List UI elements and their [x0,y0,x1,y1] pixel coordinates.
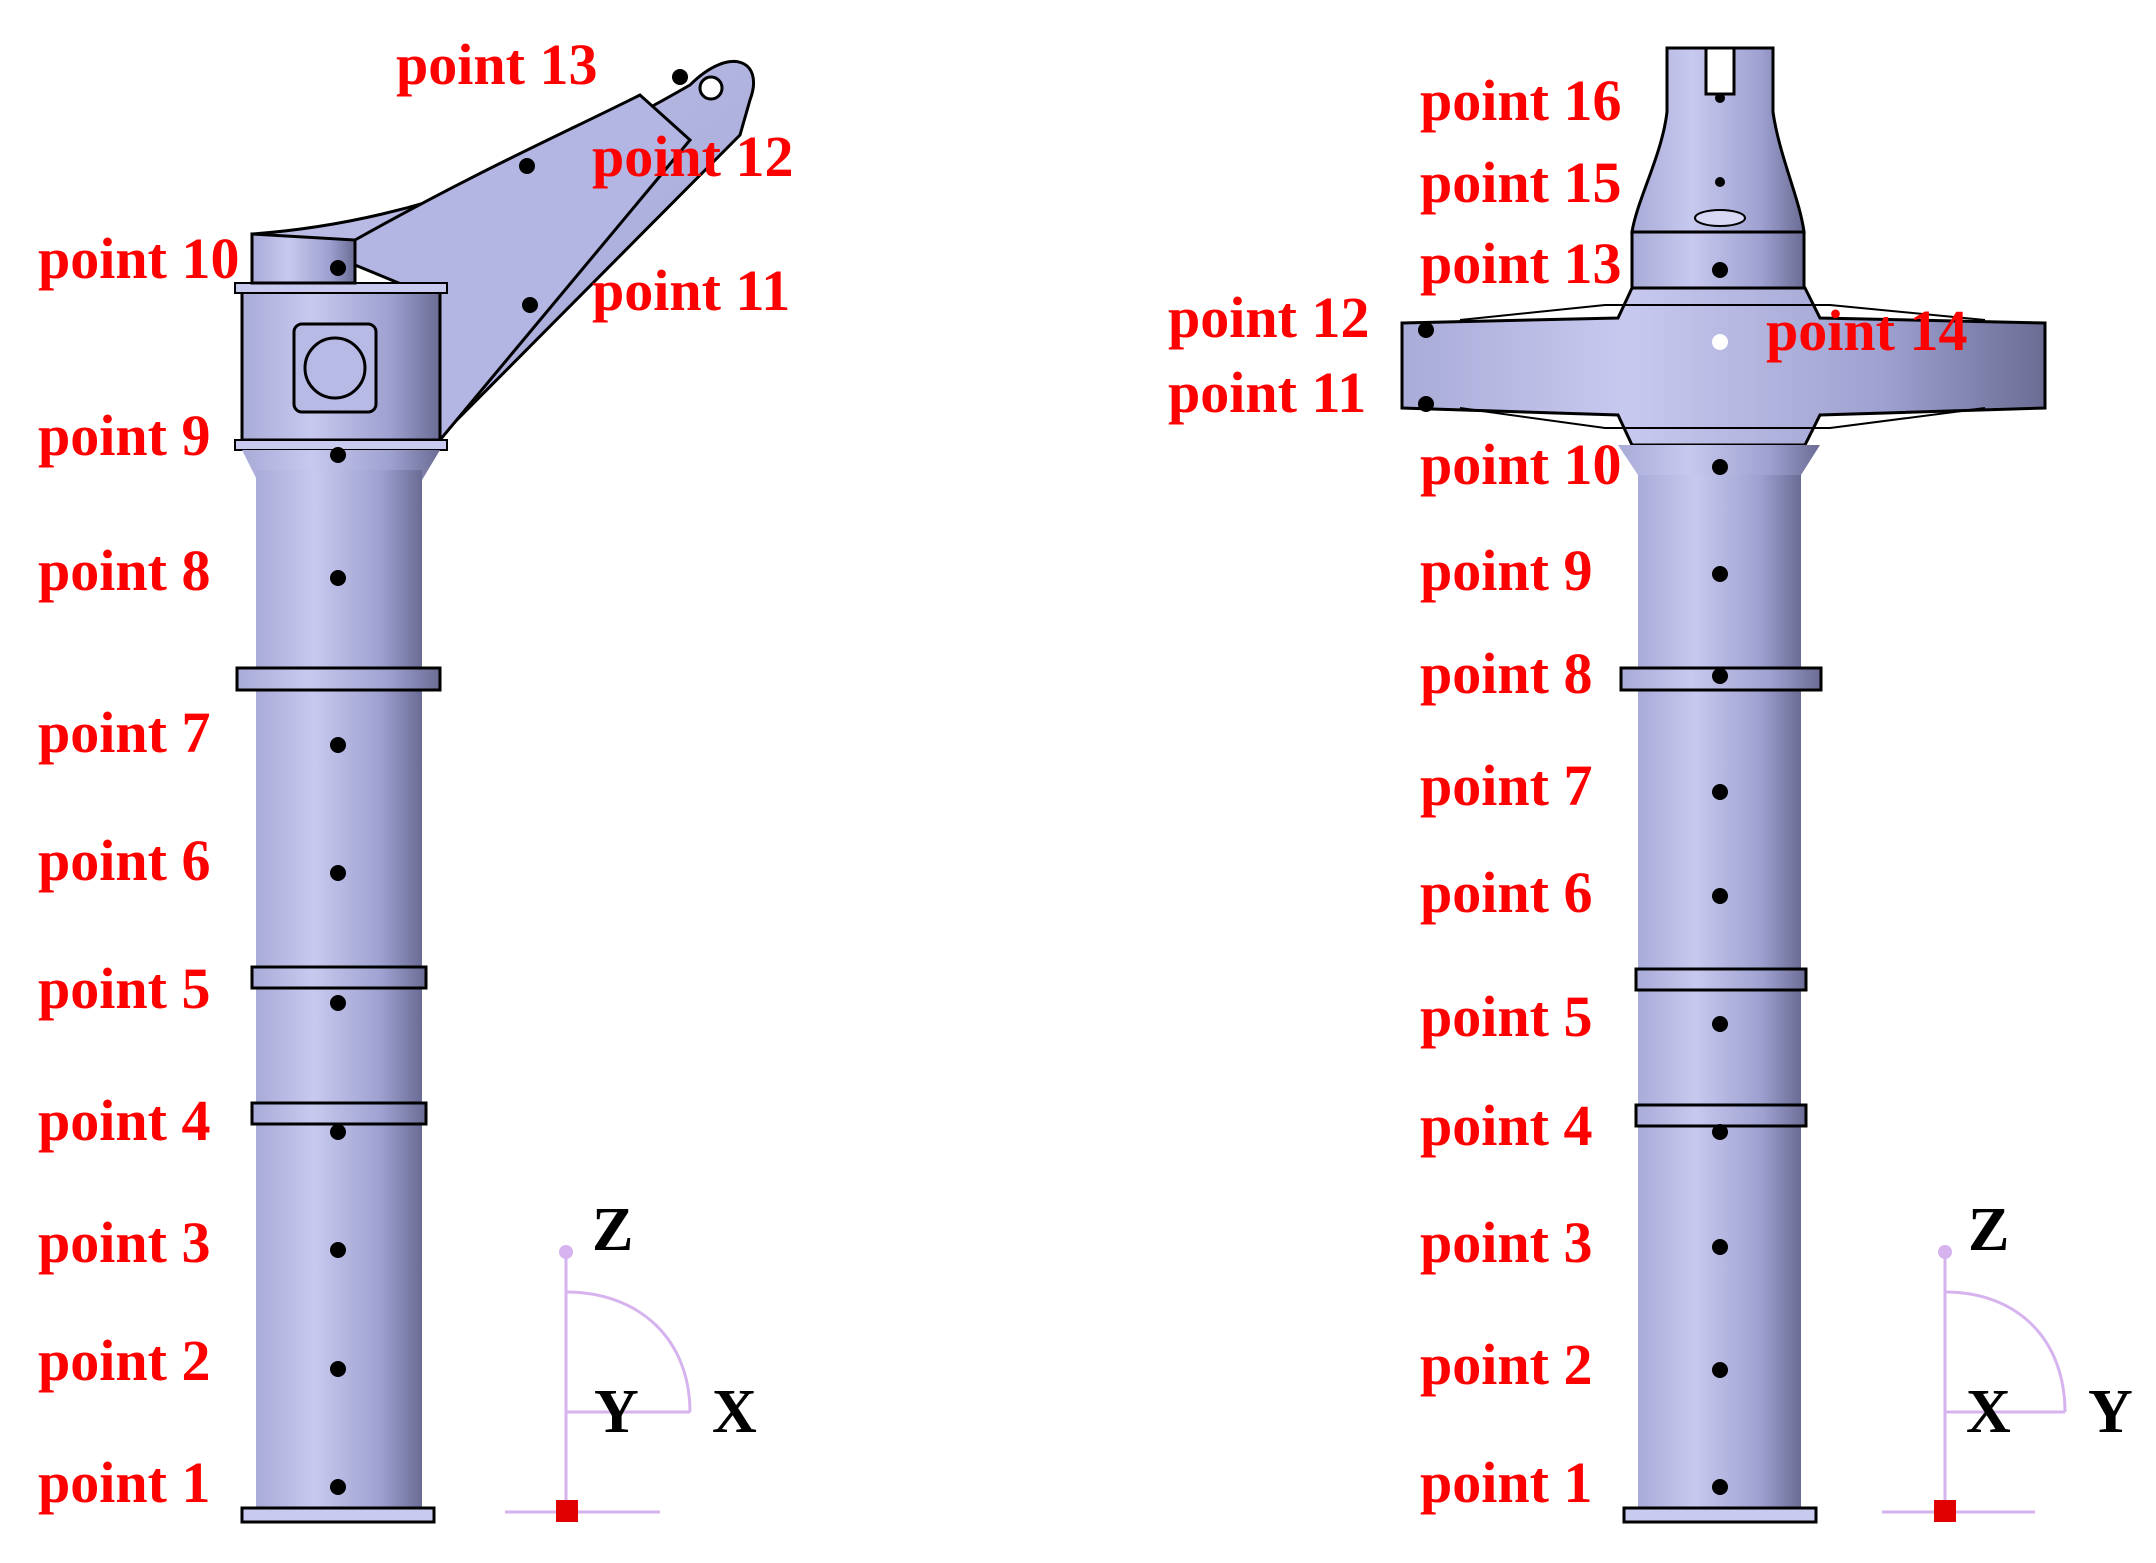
right-label-point-7: point 7 [1420,753,1592,818]
right-fork-hole [1694,209,1746,227]
left-point-6-marker [330,865,346,881]
right-label-point-10: point 10 [1420,432,1621,497]
left-label-point-1: point 1 [38,1450,210,1515]
left-point-9-marker [330,447,346,463]
left-arm-hole [698,75,724,101]
right-axis-z-label: Z [1968,1196,2009,1264]
right-label-point-6: point 6 [1420,860,1592,925]
left-label-point-6: point 6 [38,828,210,893]
left-point-13-marker [672,69,688,85]
right-axis-x-label: X [1966,1378,2011,1446]
left-view [234,59,756,1524]
right-axis-triad [1882,1252,2067,1514]
right-point-9-marker [1712,566,1728,582]
right-label-point-4: point 4 [1420,1093,1592,1158]
right-point-16-marker [1715,93,1725,103]
right-fork-slot [1704,46,1736,96]
left-point-11-marker [522,297,538,313]
right-point-6-marker [1712,888,1728,904]
left-point-5-marker [330,995,346,1011]
left-label-point-11: point 11 [592,258,790,323]
left-point-2-marker [330,1361,346,1377]
left-axis-origin [556,1500,578,1522]
left-point-4-marker [330,1124,346,1140]
right-label-point-1: point 1 [1420,1450,1592,1515]
left-axis-z-label: Z [592,1196,633,1264]
right-point-14-marker [1712,334,1728,350]
left-label-point-3: point 3 [38,1210,210,1275]
right-label-point-14: point 14 [1766,298,1967,363]
left-point-7-marker [330,737,346,753]
left-axis-z-tip [559,1245,573,1259]
right-neck [1630,230,1806,290]
right-label-point-11: point 11 [1168,360,1366,425]
left-axis-y-label: Y [594,1378,639,1446]
right-point-15-marker [1715,177,1725,187]
right-crossbar [1400,286,2047,447]
right-base-flange [1622,1506,1818,1524]
left-label-point-10: point 10 [38,226,239,291]
left-label-point-9: point 9 [38,403,210,468]
right-ring-2 [1634,967,1808,992]
left-tube [256,470,422,1520]
right-axis-origin [1934,1500,1956,1522]
left-point-10-marker [330,260,346,276]
right-point-12-marker [1418,322,1434,338]
left-axis-x-label: X [712,1378,757,1446]
right-label-point-16: point 16 [1420,68,1621,133]
right-point-10-marker [1712,459,1728,475]
left-point-3-marker [330,1242,346,1258]
right-label-point-2: point 2 [1420,1332,1592,1397]
right-point-labels: point 1 point 2 point 3 point 4 point 5 … [1168,68,1967,1515]
left-head-top-body [250,232,357,285]
left-ring-2 [250,965,428,990]
right-point-3-marker [1712,1239,1728,1255]
left-point-8-marker [330,570,346,586]
left-axis-triad [505,1252,692,1514]
right-ring-3 [1634,1103,1808,1128]
left-label-point-5: point 5 [38,956,210,1021]
left-point-labels: point 1 point 2 point 3 point 4 point 5 … [38,32,793,1515]
left-ring-3 [250,1101,428,1126]
left-label-point-13: point 13 [396,32,597,97]
left-ring-1 [235,666,442,692]
left-label-point-8: point 8 [38,538,210,603]
left-point-1-marker [330,1479,346,1495]
left-base-flange [240,1506,436,1524]
right-label-point-8: point 8 [1420,641,1592,706]
point-markers [330,69,1728,1495]
right-label-point-13: point 13 [1420,231,1621,296]
right-axis-y-label: Y [2088,1378,2133,1446]
left-arm-web [353,93,693,445]
right-label-point-3: point 3 [1420,1210,1592,1275]
right-crossbar-edge-bot [1459,407,1986,429]
right-label-point-9: point 9 [1420,538,1592,603]
right-view [1400,46,2047,1524]
right-point-4-marker [1712,1124,1728,1140]
left-point-12-marker [519,158,535,174]
left-label-point-12: point 12 [592,124,793,189]
right-point-5-marker [1712,1016,1728,1032]
left-window-circle [303,336,367,400]
left-label-point-7: point 7 [38,700,210,765]
right-axis-z-tip [1938,1245,1952,1259]
right-point-2-marker [1712,1362,1728,1378]
right-crossbar-edge-top [1459,304,1986,321]
right-label-point-5: point 5 [1420,984,1592,1049]
right-label-point-15: point 15 [1420,150,1621,215]
right-point-8-marker [1712,668,1728,684]
right-point-1-marker [1712,1479,1728,1495]
right-label-point-12: point 12 [1168,285,1369,350]
left-label-point-2: point 2 [38,1328,210,1393]
right-point-13-marker [1712,262,1728,278]
right-point-11-marker [1418,396,1434,412]
right-point-7-marker [1712,784,1728,800]
left-label-point-4: point 4 [38,1088,210,1153]
